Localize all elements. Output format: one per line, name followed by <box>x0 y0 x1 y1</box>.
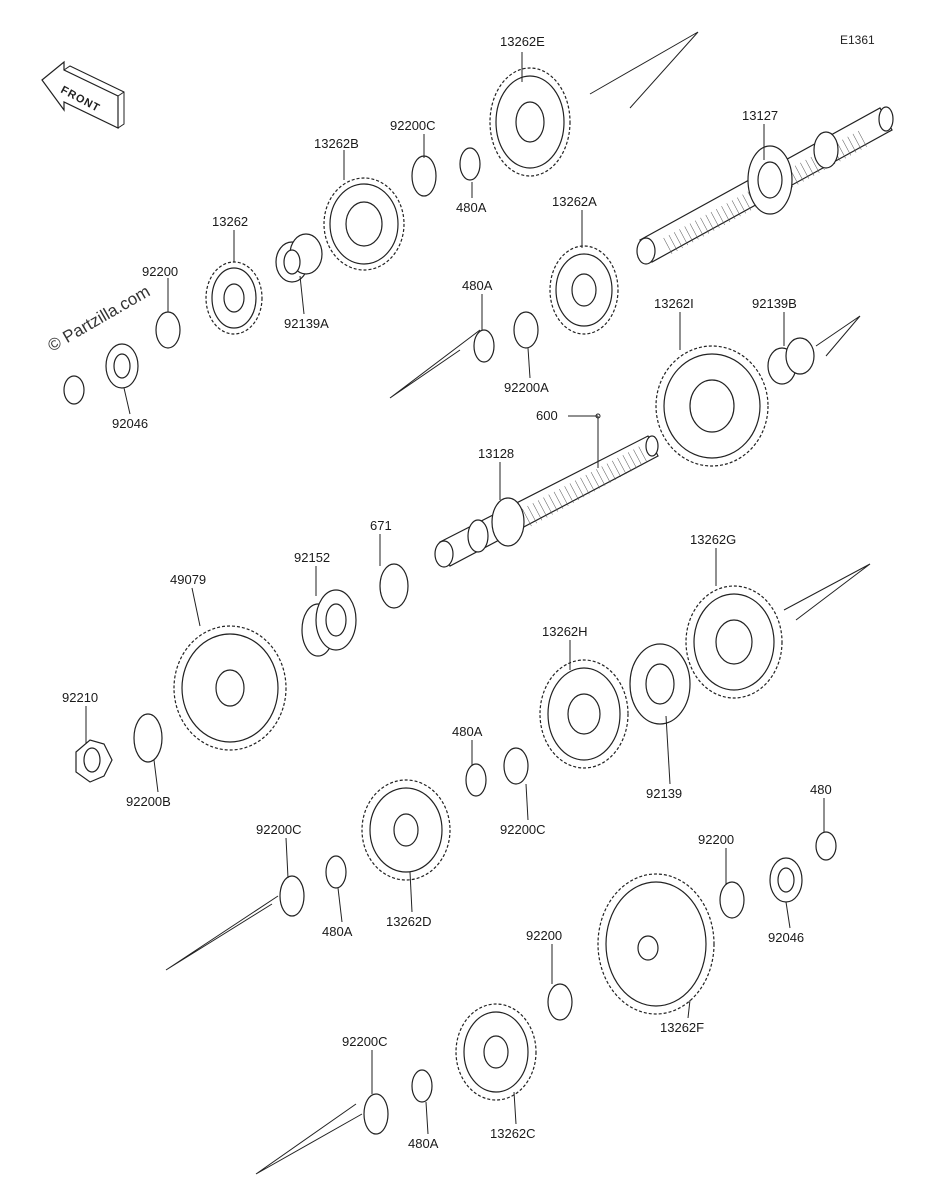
bearing-92139a <box>275 233 323 283</box>
label-13262f: 13262F <box>660 1020 704 1035</box>
label-13262i: 13262I <box>654 296 694 311</box>
label-13262e: 13262E <box>500 34 545 49</box>
label-480a-bottom: 480A <box>408 1136 439 1151</box>
label-480a-mid: 480A <box>462 278 493 293</box>
label-92210: 92210 <box>62 690 98 705</box>
gear-13262a <box>549 245 619 335</box>
label-92139b: 92139B <box>752 296 797 311</box>
label-92046-top: 92046 <box>112 416 148 431</box>
label-92200c-bottom: 92200C <box>342 1034 388 1049</box>
label-13262h: 13262H <box>542 624 588 639</box>
label-13262d: 13262D <box>386 914 432 929</box>
label-92139: 92139 <box>646 786 682 801</box>
label-480-right: 480 <box>810 782 832 797</box>
gear-13262d <box>361 779 451 881</box>
label-600: 600 <box>536 408 558 423</box>
assembly-direction-lines <box>165 31 871 1175</box>
label-13262a: 13262A <box>552 194 597 209</box>
diagram-code: E1361 <box>840 33 875 47</box>
output-shaft-13127 <box>636 106 894 265</box>
gear-13262g <box>685 585 783 699</box>
circlips <box>63 147 837 1103</box>
label-92152: 92152 <box>294 550 330 565</box>
nut-92210 <box>75 739 113 783</box>
label-92200a: 92200A <box>504 380 549 395</box>
bushing-92139b <box>767 337 815 385</box>
gear-13262i <box>655 345 769 467</box>
label-13262: 13262 <box>212 214 248 229</box>
label-13127: 13127 <box>742 108 778 123</box>
label-49079: 49079 <box>170 572 206 587</box>
bearing-92139 <box>629 643 691 725</box>
label-13262g: 13262G <box>690 532 736 547</box>
label-480a-left: 480A <box>322 924 353 939</box>
gear-13262c <box>455 1003 537 1101</box>
gear-13262h <box>539 659 629 769</box>
bearing-92152 <box>301 589 357 657</box>
washers <box>133 155 745 1135</box>
gear-13262f <box>597 873 715 1015</box>
label-13128: 13128 <box>478 446 514 461</box>
label-671: 671 <box>370 518 392 533</box>
label-92200c-left: 92200C <box>256 822 302 837</box>
watermark: © Partzilla.com <box>45 282 154 356</box>
gear-13262e <box>489 67 571 177</box>
label-13262b: 13262B <box>314 136 359 151</box>
label-92200b: 92200B <box>126 794 171 809</box>
label-92200-bottom: 92200 <box>526 928 562 943</box>
label-92200-left: 92200 <box>142 264 178 279</box>
label-92200c-top: 92200C <box>390 118 436 133</box>
leader-lines <box>85 52 825 1135</box>
bearing-92046-top <box>105 343 139 389</box>
label-13262c: 13262C <box>490 1126 536 1141</box>
part-labels: 13262E 13127 92200C 13262B 480A 13262A 1… <box>62 34 832 1151</box>
bearing-92046-bottom <box>769 857 803 903</box>
label-92046-bottom: 92046 <box>768 930 804 945</box>
front-arrow-icon: FRONT <box>41 60 125 129</box>
label-480a-top: 480A <box>456 200 487 215</box>
gear-49079 <box>173 625 287 751</box>
label-92200-right: 92200 <box>698 832 734 847</box>
label-480a-center: 480A <box>452 724 483 739</box>
gear-13262 <box>205 261 263 335</box>
label-92139a: 92139A <box>284 316 329 331</box>
input-shaft-13128 <box>434 435 659 568</box>
label-92200c-center: 92200C <box>500 822 546 837</box>
gear-13262b <box>323 177 405 271</box>
